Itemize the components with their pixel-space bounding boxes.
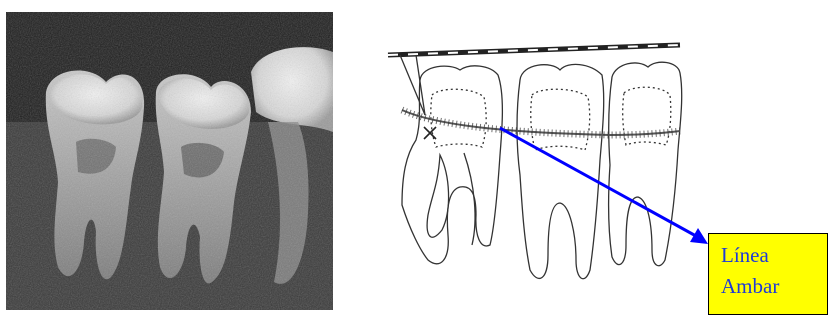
dental-radiograph bbox=[6, 12, 333, 310]
occlusal-ruler bbox=[388, 45, 680, 55]
amber-line-callout: Línea Ambar bbox=[708, 233, 828, 315]
molar-line-drawing bbox=[380, 35, 710, 305]
callout-line-2: Ambar bbox=[721, 271, 827, 302]
callout-line-1: Línea bbox=[721, 240, 827, 271]
amber-line bbox=[402, 110, 680, 135]
x-marker-icon bbox=[424, 127, 436, 139]
